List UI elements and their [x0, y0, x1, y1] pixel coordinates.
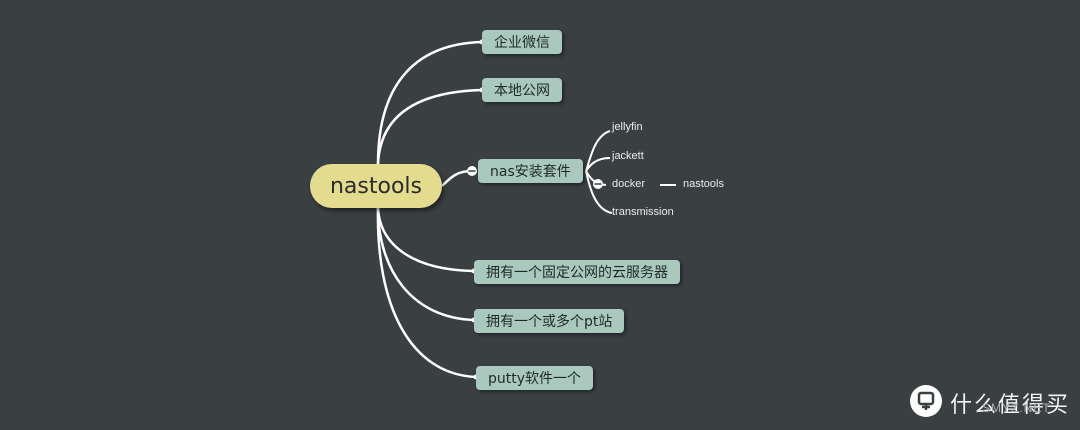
branch-node-pt-sites[interactable]: 拥有一个或多个pt站	[474, 309, 625, 333]
watermark-text: 什么值得买	[950, 393, 1071, 418]
leaf-node-jackett[interactable]: jackett	[612, 150, 644, 162]
watermark: 什么值得买 SMYZ.NET	[908, 383, 1078, 423]
branch-node-local-public[interactable]: 本地公网	[482, 78, 562, 102]
collapse-icon[interactable]	[467, 166, 477, 176]
collapse-icon[interactable]	[593, 179, 603, 189]
leaf-node-jellyfin[interactable]: jellyfin	[612, 121, 643, 133]
branch-node-cloud-server[interactable]: 拥有一个固定公网的云服务器	[474, 260, 680, 284]
link-suite-transmission	[585, 170, 613, 214]
link-root-branch-2	[376, 88, 483, 165]
leaf-node-transmission[interactable]: transmission	[612, 206, 674, 218]
link-root-branch-5	[376, 207, 475, 322]
link-root-branch-1	[376, 40, 483, 165]
branch-node-wechat[interactable]: 企业微信	[482, 30, 562, 54]
link-root-branch-6	[376, 207, 477, 379]
leaf-node-docker[interactable]: docker	[612, 178, 646, 190]
branch-node-nas-suite[interactable]: nas安装套件	[478, 159, 583, 183]
leaf-node-nastools[interactable]: nastools	[683, 178, 724, 190]
link-suite-jackett	[585, 157, 611, 172]
link-root-branch-4	[376, 207, 475, 273]
smzdm-logo-icon	[910, 385, 942, 417]
branch-node-putty[interactable]: putty软件一个	[476, 366, 594, 390]
root-node[interactable]: nastools	[310, 164, 442, 208]
watermark-subtext: SMYZ.NET	[982, 401, 1051, 415]
link-root-branch-3	[441, 169, 473, 187]
